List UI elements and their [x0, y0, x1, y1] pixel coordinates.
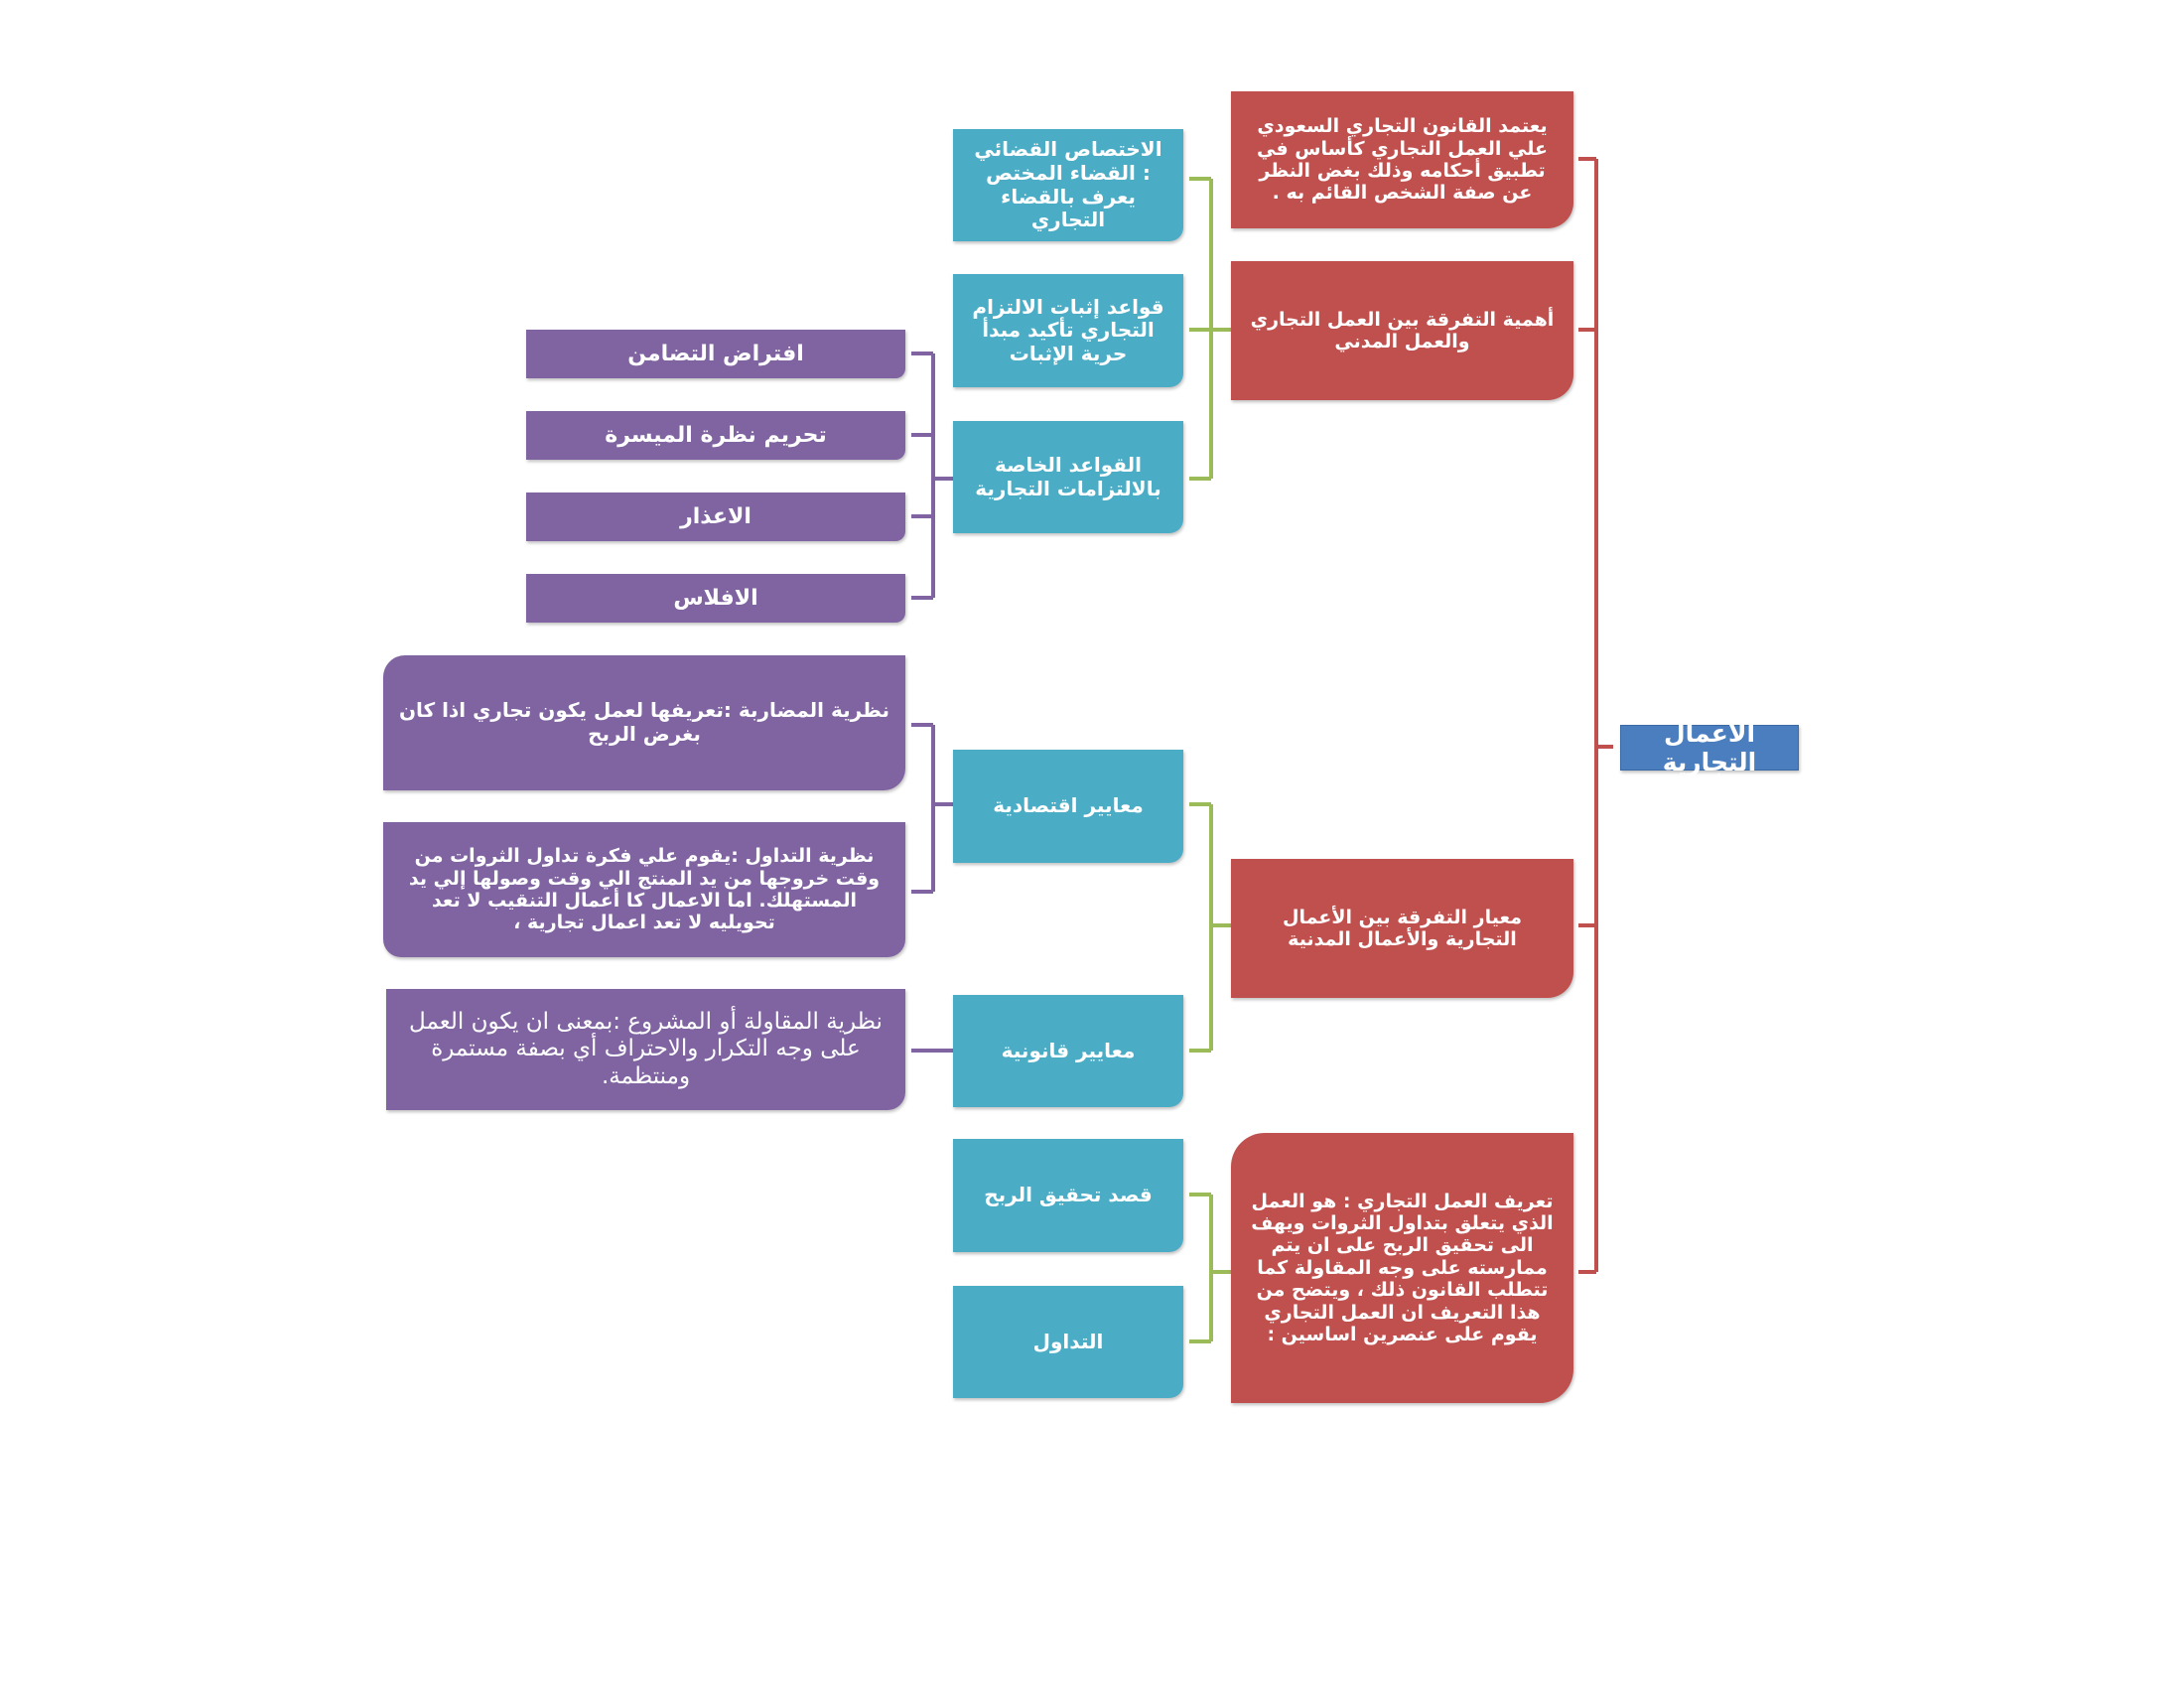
- speculation-theory-node: نظرية المضاربة :تعريفها لعمل يكون تجاري …: [383, 655, 905, 790]
- jurisdiction-node: الاختصاص القضائي : القضاء المختص يعرف با…: [953, 129, 1183, 241]
- circulation-theory-node: نظرية التداول :يقوم علي فكرة تداول الثرو…: [383, 822, 905, 957]
- importance-of-distinction-node: أهمية التفرقة بين العمل التجاري والعمل ا…: [1231, 261, 1573, 400]
- bankruptcy-node: الافلاس: [526, 574, 905, 623]
- saudi-commercial-law-node: يعتمد القانون التجاري السعودي علي العمل …: [1231, 91, 1573, 228]
- root-branch-connector: [1578, 157, 1613, 1274]
- economic-criteria-node: معايير اقتصادية: [953, 750, 1183, 863]
- distinction-criteria-node: معيار التفرقة بين الأعمال التجارية والأع…: [1231, 859, 1573, 998]
- proof-rules-node: قواعد إثبات الالتزام التجاري تأكيد مبدأ …: [953, 274, 1183, 387]
- enterprise-theory-node: نظرية المقاولة أو المشروع :بمعنى ان يكون…: [386, 989, 905, 1110]
- level1-branch-connectors: [1189, 177, 1231, 1343]
- commercial-act-definition-node: تعريف العمل التجاري : هو العمل الذي يتعل…: [1231, 1133, 1573, 1403]
- legal-criteria-node: معايير قانونية: [953, 995, 1183, 1107]
- profit-intent-node: قصد تحقيق الربح: [953, 1139, 1183, 1252]
- grace-period-prohibition-node: تحريم نظرة الميسرة: [526, 411, 905, 460]
- solidarity-presumption-node: افتراض التضامن: [526, 330, 905, 378]
- special-obligation-rules-node: القواعد الخاصة بالالتزامات التجارية: [953, 421, 1183, 533]
- circulation-node: التداول: [953, 1286, 1183, 1398]
- notice-node: الاعذار: [526, 492, 905, 541]
- root-label: الاعمال التجارية: [1662, 718, 1757, 777]
- root-node: الاعمال التجارية: [1620, 719, 1799, 776]
- level2-branch-connectors: [911, 352, 953, 1053]
